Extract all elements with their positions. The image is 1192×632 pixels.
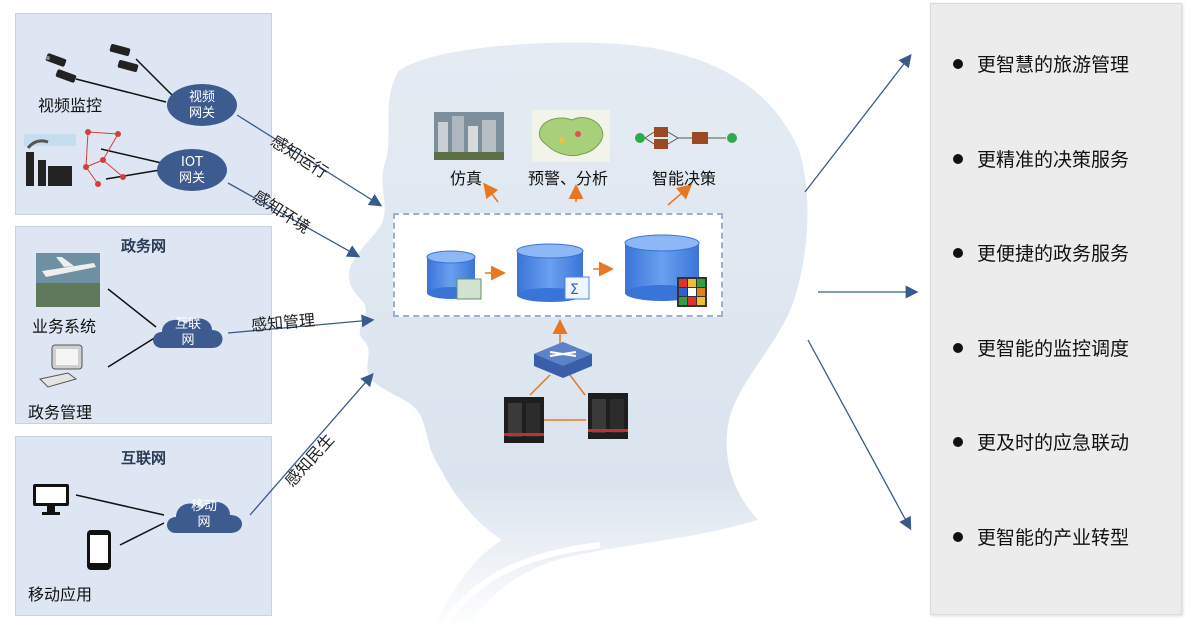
arrow-livelihood <box>249 373 374 516</box>
function-warning-analysis: 预警、分析 <box>528 169 609 188</box>
panel1-links <box>75 58 177 180</box>
svg-text:Σ: Σ <box>570 282 579 298</box>
label-gov-management: 政务管理 <box>28 403 93 422</box>
panel-title: 互联网 <box>120 449 166 467</box>
function-simulation: 仿真 <box>450 169 483 188</box>
monitor-icon <box>33 484 69 515</box>
network-nodes-icon <box>83 129 126 187</box>
arrow-environment <box>227 182 361 258</box>
server-icon <box>588 393 628 439</box>
result-item: 更精准的决策服务 <box>953 145 1129 172</box>
label-video-monitor: 视频监控 <box>38 96 103 115</box>
city-photo-icon <box>434 112 504 160</box>
results-panel: 更智慧的旅游管理 更精准的决策服务 更便捷的政务服务 更智能的监控调度 更及时的… <box>930 3 1182 615</box>
result-item: 更智慧的旅游管理 <box>953 50 1129 77</box>
decision-flow-icon <box>635 127 737 149</box>
panel-title: 政务网 <box>120 237 166 255</box>
router-icon <box>534 342 592 378</box>
gateway-cloud <box>153 318 223 348</box>
sigma-doc-icon: Σ <box>564 276 590 300</box>
gateway-cloud <box>167 84 237 126</box>
gateway-video: 视频网关 <box>188 90 215 121</box>
gateway-cloud <box>157 149 227 191</box>
result-item: 更便捷的政务服务 <box>953 239 1129 266</box>
panel2-links <box>107 288 157 368</box>
arrow-out-down <box>807 339 912 531</box>
result-item: 更智能的产业转型 <box>953 523 1129 550</box>
gateway-cloud <box>167 501 242 533</box>
label-business-system: 业务系统 <box>32 317 97 336</box>
arrow-out-up <box>804 53 912 193</box>
arrow-management <box>227 314 375 334</box>
cctv-camera-icon <box>109 43 139 73</box>
china-map-icon <box>532 110 610 162</box>
factory-icon <box>24 134 76 186</box>
function-smart-decision: 智能决策 <box>652 169 717 188</box>
cctv-camera-icon <box>45 53 77 83</box>
smartphone-icon <box>87 530 111 570</box>
arrow-operation <box>236 114 383 207</box>
gov-network-panel: 政务网 业务系统 政务管理 互联网 <box>15 226 272 424</box>
gateway-internet: 互联网 <box>174 317 201 348</box>
result-item: 更及时的应急联动 <box>953 428 1129 455</box>
computer-icon <box>38 344 83 388</box>
panel3-links <box>75 494 165 546</box>
rubik-cube-icon <box>677 277 707 307</box>
label-mobile-app: 移动应用 <box>28 585 93 604</box>
server-icon <box>504 397 544 443</box>
airport-photo-icon <box>36 253 100 307</box>
database-pipeline: Σ <box>426 234 707 307</box>
internet-panel: 互联网 移动应用 移动网 <box>15 436 272 616</box>
gateway-mobile: 移动网 <box>190 499 217 530</box>
data-processing-box: Σ <box>393 213 723 317</box>
result-item: 更智能的监控调度 <box>953 334 1129 361</box>
